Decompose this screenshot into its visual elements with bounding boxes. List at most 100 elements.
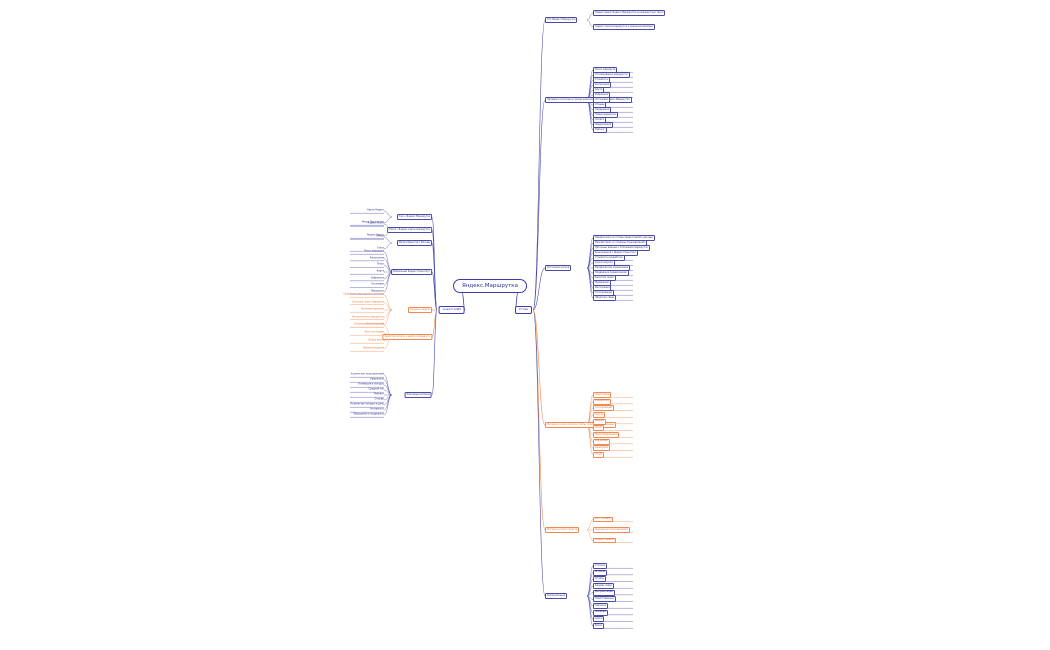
left-leaf-5-1[interactable]: Фото остановки [364, 330, 384, 334]
right-section-3[interactable]: Метрики и цели запуска, этапы, сроки, от… [545, 422, 616, 428]
left-leaf-5-3[interactable]: Время ожидания [363, 346, 384, 350]
left-leaf-2-0[interactable]: Метро [376, 234, 384, 238]
mindmap-connector [532, 267, 546, 311]
left-leaf-6-3[interactable]: Средний чек [368, 387, 384, 391]
mindmap-connector [431, 309, 438, 338]
left-leaf-5-0[interactable]: Оплата картой [365, 322, 384, 326]
left-leaf-3-0[interactable]: Поиск маршрута [363, 249, 384, 253]
left-leaf-3-6[interactable]: Маршруты [371, 289, 384, 293]
left-leaf-3-5[interactable]: Остановки [371, 282, 384, 286]
right-leaf-3-8[interactable]: Аналитика [593, 445, 611, 452]
right-section-4[interactable]: Метрики успеха проекта [545, 527, 580, 533]
right-leaf-4-2[interactable]: Оценка сервиса [593, 537, 617, 544]
mindmap-connector [431, 309, 438, 396]
left-group-5[interactable]: Удобство оплаты и выбора маршрута [382, 334, 432, 340]
left-leaf-5-2[interactable]: Выбор места [368, 338, 384, 342]
mindmap-connector [586, 267, 594, 299]
right-leaf-3-1[interactable]: Разработка [593, 398, 611, 405]
left-leaf-1-1[interactable]: Яндекс.Карты [366, 233, 384, 237]
mindmap-connector [431, 271, 438, 311]
mindmap-connector [383, 394, 393, 406]
left-leaf-2-1[interactable]: Такси [377, 246, 384, 250]
left-group-3[interactable]: Мобильный Яндекс.Транспорт [391, 269, 432, 275]
mindmap-connector [383, 236, 393, 244]
right-section-5[interactable]: Коммуникация [545, 593, 568, 599]
right-leaf-5-4[interactable]: Документация [593, 589, 615, 596]
right-leaf-3-0[interactable]: Подготовка [593, 392, 612, 398]
left-leaf-4-3[interactable]: Не пропустить маршрутку [351, 315, 384, 319]
right-section-0[interactable]: Это Яндекс.Маршрутка [545, 17, 578, 23]
right-leaf-3-3[interactable]: Запуск [593, 412, 606, 418]
left-leaf-4-1[interactable]: Быстрый поиск маршрута [352, 300, 384, 304]
right-leaf-4-1[interactable]: Удержание пользователей [593, 527, 630, 533]
left-leaf-6-8[interactable]: Обращения в поддержку [353, 412, 384, 416]
mindmap-connector [532, 309, 546, 597]
mindmap-connector [383, 258, 393, 273]
left-leaf-4-0[interactable]: Сравнение маршрутов и времени [343, 292, 384, 296]
right-section-1[interactable]: Проверка гипотезы в городе наличия спрос… [545, 97, 632, 103]
mindmap-connector [383, 309, 393, 326]
right-leaf-3-9[interactable]: Отчёт [593, 452, 605, 458]
right-leaf-5-6[interactable]: Заказчик [593, 603, 609, 609]
left-group-4[interactable]: Нужды и задачи [408, 307, 432, 313]
right-leaf-5-1[interactable]: Встречи [593, 569, 607, 576]
mindmap-connector [586, 12, 594, 21]
right-leaf-4-0[interactable]: Рост поездок [593, 516, 614, 523]
right-leaf-0-1[interactable]: Сервис поиска маршруток в реальном време… [593, 24, 655, 30]
left-group-1[interactable]: Поиск / Яндекс.карты маршрутки [387, 227, 432, 233]
left-leaf-3-3[interactable]: Карта [376, 269, 384, 273]
left-leaf-6-2[interactable]: Конверсия в поездку [358, 382, 384, 386]
left-leaf-6-0[interactable]: Количество пользователей [350, 372, 384, 376]
right-main-node[interactable]: Устав [515, 306, 532, 314]
right-leaf-5-0[interactable]: Статусы [593, 563, 608, 569]
mindmap-connector [586, 529, 594, 541]
left-leaf-6-1[interactable]: Удержание [370, 377, 384, 381]
left-leaf-3-2[interactable]: Поиск [376, 262, 384, 266]
left-leaf-6-4[interactable]: Рейтинг [374, 392, 384, 396]
left-leaf-6-6[interactable]: Количество поездок в день [350, 402, 384, 406]
left-group-0[interactable]: Гео + Яндекс.Маршрутка [397, 214, 432, 220]
right-leaf-1-1[interactable]: Отслеживание маршрутки [593, 72, 630, 78]
mindmap-connector [383, 216, 393, 224]
mindmap-connector [383, 309, 393, 318]
left-leaf-4-2[interactable]: Экономия времени [360, 307, 384, 311]
right-leaf-5-5[interactable]: Ответственные [593, 596, 616, 603]
left-leaf-0-0[interactable]: Карта Яндекс [367, 208, 384, 212]
right-leaf-3-6[interactable]: Масштабирование [593, 432, 620, 438]
left-main-node[interactable]: Аналоги/ДЗ [438, 306, 465, 314]
right-leaf-1-12[interactable]: Рейтинг [593, 127, 607, 133]
right-leaf-5-2[interactable]: Отчёты [593, 576, 607, 583]
right-leaf-5-8[interactable]: Сроки [593, 616, 605, 623]
left-leaf-4-4[interactable]: Оповещения о подъезде [353, 322, 384, 326]
mindmap-connector [586, 519, 594, 531]
right-leaf-3-4[interactable]: Анализ [593, 418, 606, 425]
left-leaf-6-7[interactable]: Активность [369, 407, 384, 411]
mindmap-connector [586, 19, 594, 28]
left-leaf-3-1[interactable]: Расписание [369, 256, 384, 260]
mindmap-connector [383, 294, 393, 311]
right-section-2[interactable]: Источники рисков [545, 265, 572, 271]
right-leaf-3-5[interactable]: Пилот [593, 425, 605, 432]
right-leaf-3-7[interactable]: Маркетинг [593, 438, 611, 445]
right-leaf-5-7[interactable]: Команда [593, 609, 608, 616]
mindmap-connector [383, 394, 393, 416]
left-group-6[interactable]: Ключевые метрики [404, 392, 432, 398]
mindmap-connector [532, 309, 546, 426]
left-leaf-6-5[interactable]: Отзывы [374, 397, 384, 401]
mindmap-connector [586, 595, 594, 627]
left-leaf-3-4[interactable]: Избранное [370, 276, 384, 280]
left-leaf-1-0[interactable]: Яндекс.Транс [367, 221, 384, 225]
right-leaf-2-12[interactable]: Обратная связь [593, 295, 617, 301]
left-leaf-0-1[interactable]: Метро Маршрутки [361, 220, 384, 224]
mindmap-connector [532, 309, 546, 531]
right-leaf-5-9[interactable]: Риски [593, 623, 605, 629]
mindmap-connector [383, 210, 393, 218]
mindmap-connector [532, 19, 546, 311]
root-node[interactable]: Яндекс.Маршрутка [453, 279, 527, 293]
left-group-2[interactable]: Метро/Транспорт Москвы [396, 240, 432, 246]
right-leaf-3-2[interactable]: Тестирование [593, 405, 614, 412]
right-leaf-0-0[interactable]: Новый сервис Яндекс.Маршрутка на маршрут… [593, 10, 666, 16]
right-leaf-5-3[interactable]: Каналы связи [593, 583, 614, 589]
